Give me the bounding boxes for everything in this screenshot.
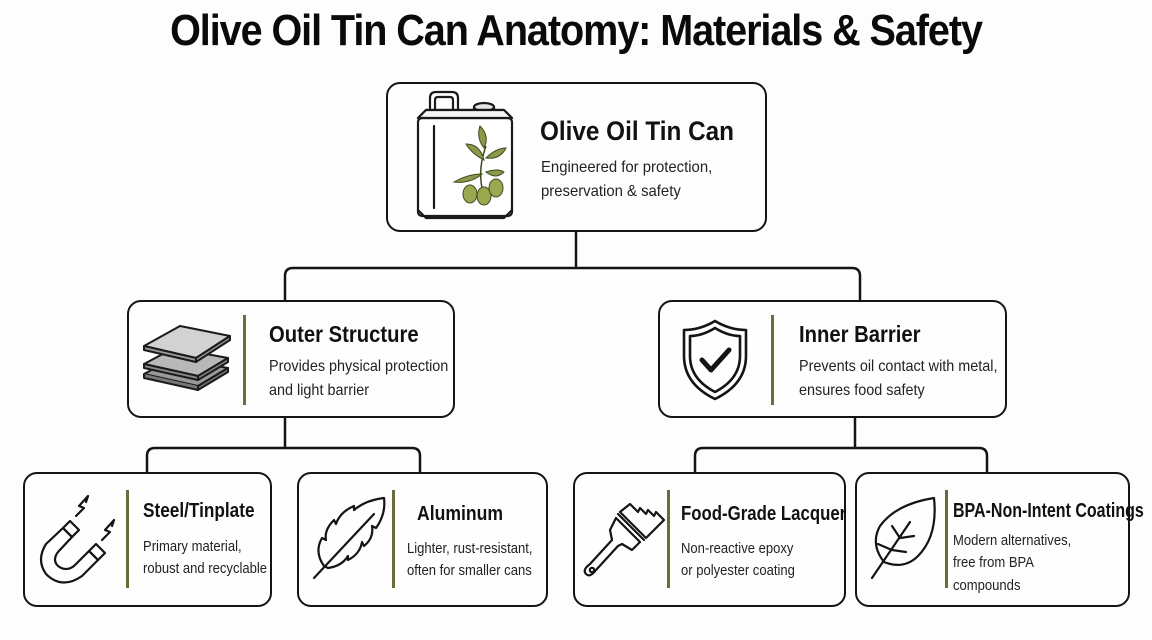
outer-structure-description: Provides physical protection and light b… xyxy=(269,355,448,403)
separator xyxy=(243,315,246,405)
aluminum-description: Lighter, rust-resistant, often for small… xyxy=(407,538,532,583)
stacked-sheets-icon xyxy=(143,325,231,391)
bpa-coatings-title: BPA-Non-Intent Coatings xyxy=(953,500,1144,522)
diagram-title: Olive Oil Tin Can Anatomy: Materials & S… xyxy=(170,6,983,55)
node-aluminum xyxy=(297,472,548,607)
root-title: Olive Oil Tin Can xyxy=(540,116,735,146)
desc-line-2: ensures food safety xyxy=(799,382,925,399)
inner-barrier-title: Inner Barrier xyxy=(799,321,921,347)
inner-barrier-description: Prevents oil contact with metal, ensures… xyxy=(799,355,997,403)
root-description: Engineered for protection, preservation … xyxy=(541,156,712,204)
steel-tinplate-title: Steel/Tinplate xyxy=(143,500,255,522)
desc-line-1: Modern alternatives, xyxy=(953,533,1072,549)
desc-line-2: often for smaller cans xyxy=(407,563,532,580)
feather-icon xyxy=(312,496,386,580)
magnet-icon xyxy=(39,494,116,584)
food-grade-lacquer-description: Non-reactive epoxy or polyester coating xyxy=(681,538,795,583)
separator xyxy=(126,490,129,588)
separator xyxy=(667,490,670,588)
desc-line-2: free from BPA xyxy=(953,555,1034,572)
node-outer-structure xyxy=(127,300,455,418)
paint-brush-icon xyxy=(583,502,666,577)
outer-structure-title: Outer Structure xyxy=(269,321,419,347)
desc-line-1: Provides physical protection xyxy=(269,358,449,375)
desc-line-2: or polyester coating xyxy=(681,563,795,580)
desc-line-1: Lighter, rust-resistant, xyxy=(407,541,533,557)
desc-line-1: Non-reactive epoxy xyxy=(681,541,794,557)
bpa-coatings-description: Modern alternatives, free from BPA compo… xyxy=(953,530,1071,597)
node-steel-tinplate xyxy=(23,472,272,607)
separator xyxy=(945,490,948,588)
shield-check-icon xyxy=(682,319,748,401)
node-food-grade-lacquer xyxy=(573,472,846,607)
root-desc-line-1: Engineered for protection, xyxy=(541,159,713,176)
leaf-icon xyxy=(870,496,936,580)
desc-line-1: Primary material, xyxy=(143,539,242,555)
root-desc-line-2: preservation & safety xyxy=(541,183,681,200)
desc-line-2: robust and recyclable xyxy=(143,561,268,578)
olive-oil-tin-icon xyxy=(416,90,514,220)
desc-line-2: and light barrier xyxy=(269,382,370,399)
separator xyxy=(392,490,395,588)
desc-line-1: Prevents oil contact with metal, xyxy=(799,358,998,375)
desc-line-3: compounds xyxy=(953,577,1021,594)
separator xyxy=(771,315,774,405)
node-bpa-non-intent-coatings xyxy=(855,472,1130,607)
food-grade-lacquer-title: Food-Grade Lacquer xyxy=(681,503,847,525)
steel-tinplate-description: Primary material, robust and recyclable xyxy=(143,536,267,581)
aluminum-title: Aluminum xyxy=(417,503,504,525)
